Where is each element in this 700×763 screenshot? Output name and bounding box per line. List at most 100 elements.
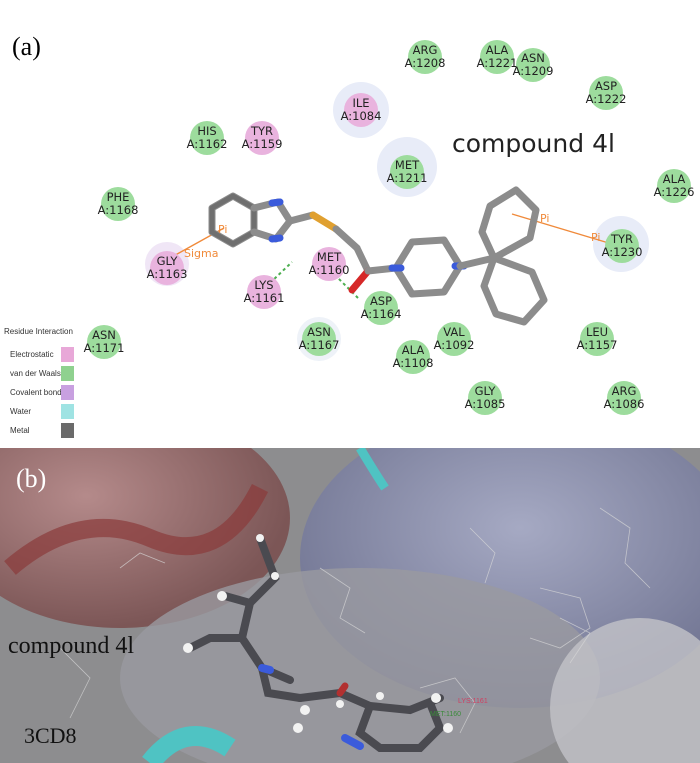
residue-text: ASP	[370, 294, 392, 308]
hydrogen-bond-line	[337, 277, 359, 299]
panel-b-label: (b)	[16, 464, 47, 493]
residue-text: A:1084	[341, 109, 382, 123]
residue-text: A:1208	[405, 56, 446, 70]
residue-text: A:1211	[387, 171, 428, 185]
pi-label: Pi	[218, 223, 227, 236]
hydrogen-bond-line	[269, 261, 293, 284]
ligand-structure	[208, 186, 548, 326]
residue-text: ALA	[663, 172, 686, 186]
legend-swatch	[61, 404, 74, 419]
residue-disc	[245, 121, 279, 155]
residue-text: A:1163	[147, 267, 188, 281]
residue-disc	[247, 275, 281, 309]
residue-disc	[580, 322, 614, 356]
residue-text: A:1092	[434, 338, 475, 352]
ligand-sticks	[186, 534, 445, 752]
residue-text: ALA	[486, 43, 509, 57]
pi-label: Pi	[540, 212, 549, 225]
protein-surface-grey	[120, 568, 600, 763]
residue-text: ASP	[595, 79, 617, 93]
panel-b-compound-label: compound 4l	[8, 633, 134, 659]
residue-text: MET	[317, 250, 342, 264]
residue-label-lys: LYS:1161	[458, 698, 488, 705]
residue-text: A:1168	[98, 203, 139, 217]
docking-render-svg	[0, 448, 700, 763]
residue-text: PHE	[107, 190, 130, 204]
residue-disc	[396, 340, 430, 374]
residue-disc	[657, 169, 691, 203]
residue-text: A:1230	[602, 245, 643, 259]
residue-text: A:1222	[586, 92, 627, 106]
helix-ribbon-cyan	[356, 448, 389, 491]
protein-surface-light	[550, 618, 700, 763]
wire-residues	[59, 507, 651, 734]
residue-text: VAL	[443, 325, 465, 339]
residue-text: A:1164	[361, 307, 402, 321]
residue-text: TYR	[250, 124, 273, 138]
residue-text: ASN	[92, 328, 116, 342]
panel-b-docking-view: (b) compound 4l 3CD8 LYS:1161 MET:1160	[0, 448, 700, 763]
residue-disc	[344, 93, 378, 127]
residue-text: ALA	[402, 343, 425, 357]
residue-label-met: MET:1160	[430, 711, 461, 718]
residue-disc	[516, 48, 550, 82]
legend-label: Electrostatic	[10, 350, 54, 359]
helix-ribbon	[4, 483, 269, 575]
residue-text: A:1167	[299, 338, 340, 352]
residue-disc	[607, 381, 641, 415]
residue-text: ARG	[612, 384, 637, 398]
residue-text: A:1221	[477, 56, 518, 70]
residue-text: A:1160	[309, 263, 350, 277]
residue-disc	[437, 322, 471, 356]
residue-text: TYR	[610, 232, 633, 246]
residue-disc	[480, 40, 514, 74]
legend-swatch	[61, 347, 74, 362]
residue-disc	[190, 121, 224, 155]
residue-text: A:1171	[84, 341, 125, 355]
residue-text: A:1162	[187, 137, 228, 151]
legend-swatch	[61, 385, 74, 400]
residue-disc	[364, 291, 398, 325]
residue-disc	[605, 229, 639, 263]
residue-text: LEU	[586, 325, 608, 339]
legend-swatch	[61, 366, 74, 381]
residue-text: A:1086	[604, 397, 645, 411]
residue-text: ARG	[413, 43, 438, 57]
pi-pi-interaction-line	[511, 213, 613, 245]
residue-disc	[390, 155, 424, 189]
residue-text: ASN	[307, 325, 331, 339]
residue-text: GLY	[157, 254, 179, 268]
legend-label: van der Waals	[10, 369, 61, 378]
residue-text: A:1157	[577, 338, 618, 352]
legend-label: Water	[10, 407, 32, 416]
residue-text: A:1161	[244, 291, 285, 305]
residue-disc	[150, 251, 184, 285]
legend-title: Residue Interaction	[4, 327, 73, 336]
legend-swatch	[61, 423, 74, 438]
compound-label: compound 4l	[452, 129, 615, 158]
residue-text: A:1108	[393, 356, 434, 370]
residue-disc	[589, 76, 623, 110]
hydrogen-atoms	[183, 534, 453, 733]
residue-disc	[87, 325, 121, 359]
